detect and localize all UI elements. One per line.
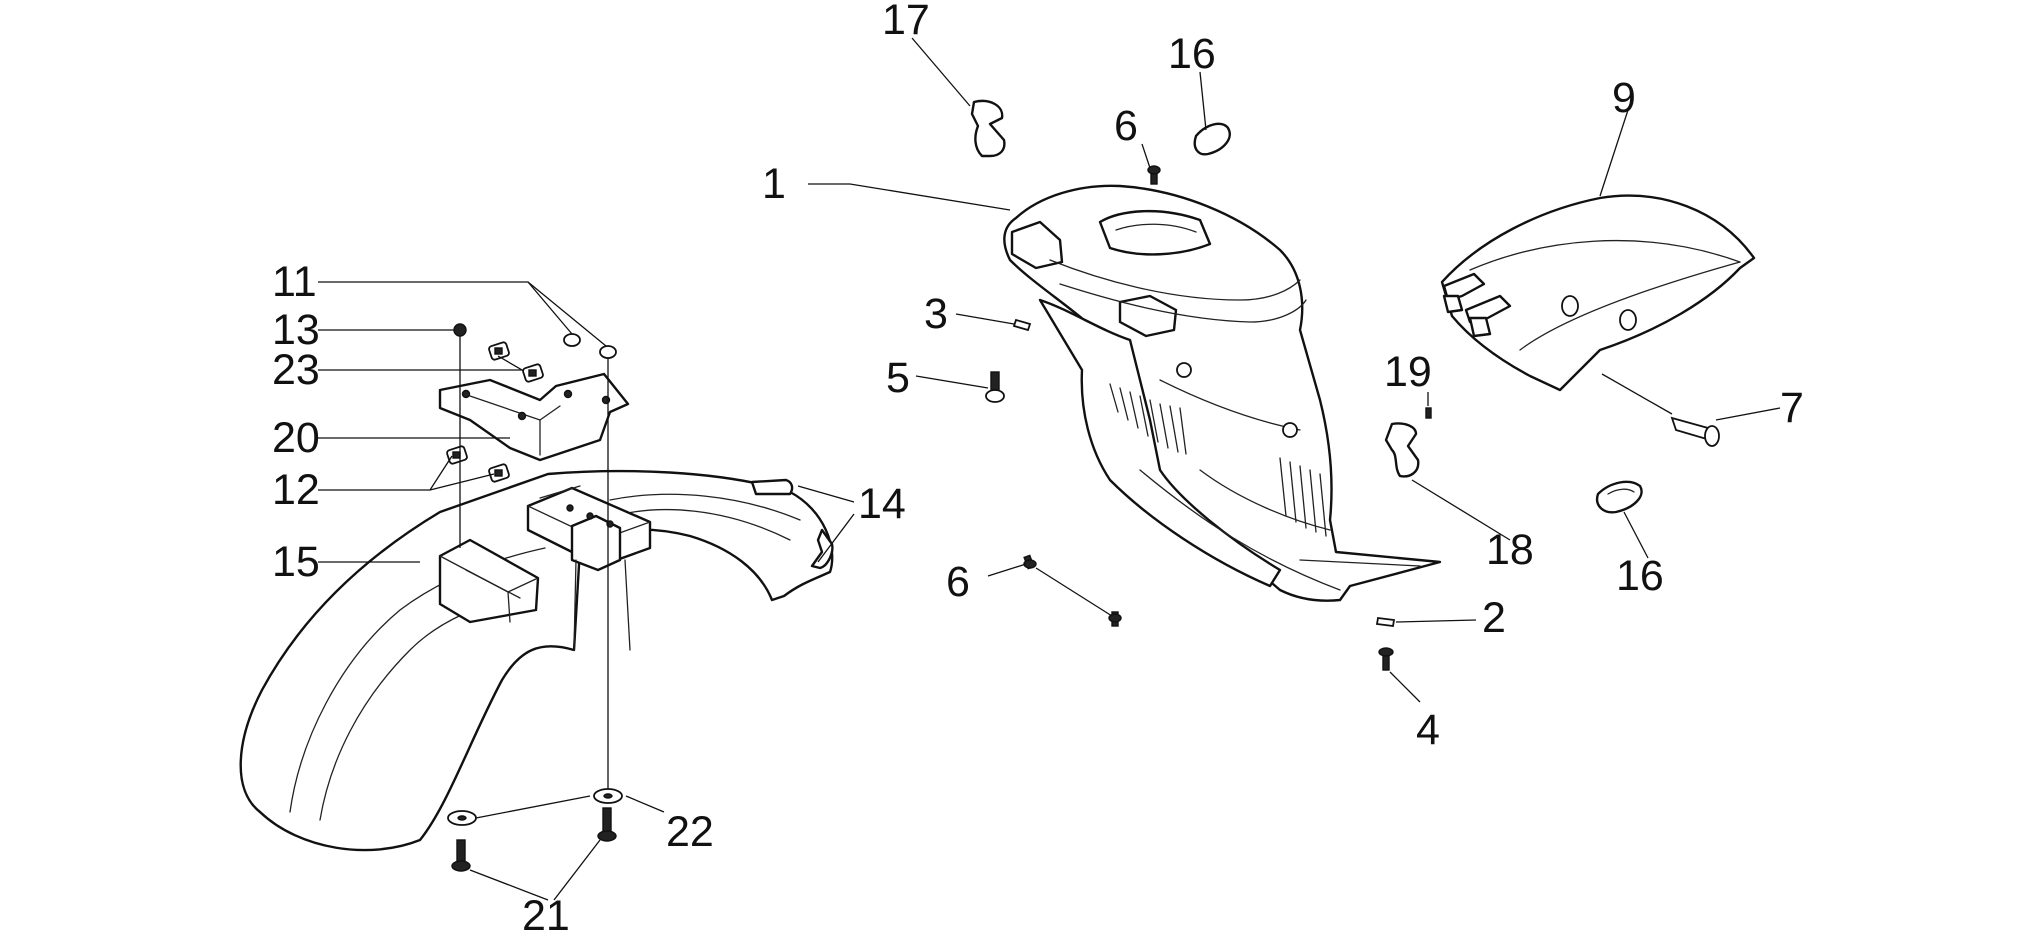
right-vent-slots	[1279, 457, 1327, 537]
callout-7: 7	[1780, 384, 1804, 432]
leader-lines	[318, 37, 1781, 901]
callout-labels: 1 2 3 4 5 6 6 7 9 11 12 13 14 15 16 16 1…	[272, 0, 1804, 931]
callout-2: 2	[1482, 594, 1506, 642]
callout-6-bottom: 6	[946, 558, 970, 606]
callout-12: 12	[272, 466, 320, 514]
callout-20: 20	[272, 414, 320, 462]
callout-3: 3	[924, 290, 948, 338]
callout-1: 1	[762, 160, 786, 208]
cage-nuts	[446, 341, 544, 483]
callout-4: 4	[1416, 706, 1440, 754]
callout-16-top: 16	[1168, 30, 1216, 78]
callout-16-right: 16	[1616, 552, 1664, 600]
body-small-parts	[970, 99, 1432, 671]
callout-5: 5	[886, 354, 910, 402]
callout-22: 22	[666, 808, 714, 856]
fender-clips	[750, 478, 834, 570]
callout-19: 19	[1384, 348, 1432, 396]
callout-14: 14	[858, 480, 906, 528]
fender-screws	[453, 323, 617, 790]
fender-bracket	[438, 372, 630, 462]
leg-shield-body	[1003, 184, 1442, 602]
callout-6-top: 6	[1114, 102, 1138, 150]
callout-21: 21	[522, 892, 570, 931]
callout-9: 9	[1612, 74, 1636, 122]
callout-23: 23	[272, 346, 320, 394]
left-vent-slots	[1109, 383, 1187, 455]
callout-18: 18	[1486, 526, 1534, 574]
front-fender	[239, 469, 834, 852]
callout-13: 13	[272, 306, 320, 354]
callout-17: 17	[882, 0, 930, 44]
front-mudguard-cover	[1440, 194, 1756, 514]
bottom-hardware	[447, 788, 623, 872]
callout-11: 11	[272, 258, 317, 306]
callout-15: 15	[272, 538, 320, 586]
